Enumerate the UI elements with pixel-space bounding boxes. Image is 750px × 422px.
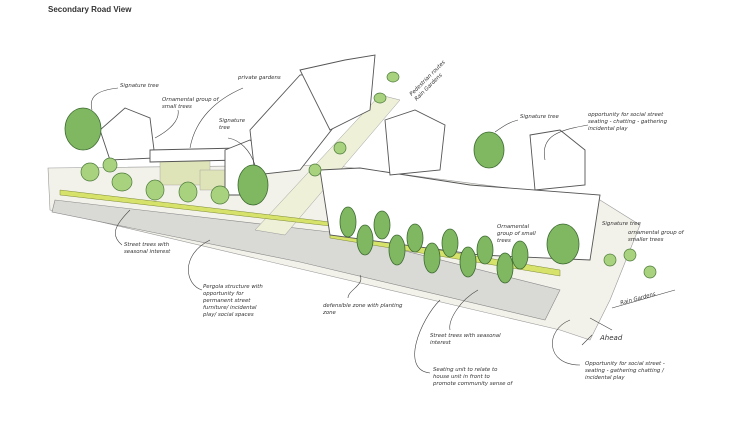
small-trees (80, 71, 657, 279)
leader-line (552, 319, 581, 366)
note-ornamental-group-3: ornamental group of smaller trees (628, 230, 684, 243)
leader-line (188, 239, 211, 291)
leader-line (494, 119, 519, 133)
signature-tree (64, 107, 102, 151)
leader-line (189, 87, 244, 149)
side-street (254, 94, 401, 236)
house (99, 107, 156, 161)
note-private-gardens: private gardens (238, 75, 281, 81)
leader-line (115, 209, 131, 246)
note-signature-tree-1: Signature tree (120, 83, 159, 89)
note-pergola: Pergola structure with opportunity for p… (203, 284, 263, 318)
ahead-arrow (589, 317, 613, 331)
street-trees (339, 206, 529, 284)
note-street-trees-1: Street trees with seasonal interest (124, 242, 171, 255)
note-defensible-zone: defensible zone with planting zone (323, 303, 403, 316)
note-ornamental-group-1: Ornamental group of small trees (162, 97, 219, 110)
note-signature-tree-3: Signature tree (520, 114, 559, 120)
terrace (299, 54, 376, 131)
leader-line (227, 137, 256, 166)
leader-line (154, 109, 179, 139)
note-seating-unit: Seating unit to relate to house unit in … (433, 367, 513, 387)
house (384, 109, 446, 176)
leader-line (449, 289, 479, 331)
ahead-arrow (581, 334, 593, 346)
rain-gardens-arrow (611, 289, 676, 309)
page-title: Secondary Road View (48, 5, 132, 14)
leader-line (414, 299, 441, 374)
leader-line (347, 274, 362, 299)
signature-tree (473, 131, 505, 169)
curved-terrace (319, 167, 601, 261)
note-social-street-bottom: Opportunity for social street - seating … (585, 361, 665, 381)
signature-tree (546, 223, 580, 265)
note-social-street-top: opportunity for social street seating - … (588, 112, 667, 132)
note-signature-tree-2: Signature tree (219, 118, 246, 131)
signature-tree (237, 164, 269, 206)
house (529, 129, 586, 191)
note-street-trees-2: Street trees with seasonal interest (430, 333, 501, 346)
note-signature-tree-4: Signature tree (602, 221, 641, 227)
note-ornamental-group-2: Ornamental group of small trees (497, 224, 536, 244)
leader-line (543, 124, 589, 161)
note-ahead: Ahead (600, 334, 623, 342)
leader-line (90, 87, 119, 111)
